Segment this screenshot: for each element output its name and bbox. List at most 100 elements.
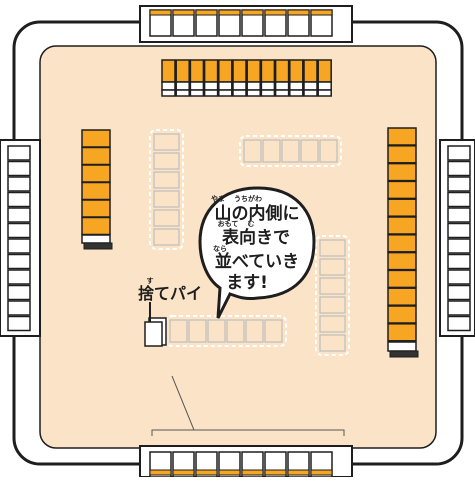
wall-top-tile-edge xyxy=(274,89,290,97)
hand-right-tile xyxy=(447,160,471,177)
discard-label: す 捨てパイ xyxy=(138,277,202,303)
wall-top-tile-upper xyxy=(260,59,276,83)
hand-left-tile xyxy=(7,145,31,161)
hand-right-tile xyxy=(447,222,471,239)
hand-right-tile xyxy=(447,176,471,192)
speech-bubble xyxy=(198,186,316,319)
hand-left-tile xyxy=(7,160,31,177)
hand-top-tile-back xyxy=(149,9,172,16)
discard-top-outline xyxy=(239,135,342,167)
discard-right-slot xyxy=(319,334,346,352)
wall-top-tile-upper xyxy=(303,59,318,83)
wall-top-tile-upper xyxy=(203,59,219,83)
wall-left-tile xyxy=(81,199,111,218)
wall-top-tile-upper xyxy=(232,59,247,83)
wall-top-tile-edge xyxy=(260,89,276,97)
discard-bottom-slot xyxy=(188,319,207,343)
wall-left-tile xyxy=(81,181,111,201)
wall-left-tile xyxy=(81,129,111,148)
wall-top-tile-upper xyxy=(289,59,304,83)
hand-bottom-tile-back xyxy=(241,469,264,476)
hand-right-tile xyxy=(447,238,471,254)
hand-right-tile xyxy=(447,284,471,301)
hand-top-tile-back xyxy=(218,9,241,16)
discard-bottom-slot xyxy=(245,319,264,343)
discard-left-slot xyxy=(153,152,180,170)
hand-top-tile-back xyxy=(195,9,218,16)
hand-bottom xyxy=(139,445,353,478)
wall-right-tile xyxy=(387,287,417,306)
hand-top-tile-back xyxy=(310,9,333,16)
wall-right-tile xyxy=(387,234,417,253)
wall-top-tile-lower xyxy=(274,81,290,91)
wall-left-base xyxy=(81,234,111,244)
hand-right-tile xyxy=(447,315,471,332)
hand-left xyxy=(0,139,41,337)
callout-ruby-yama: やま xyxy=(211,194,225,203)
hand-right-tile xyxy=(447,269,471,285)
wall-top-tile-lower xyxy=(161,81,176,91)
hand-bottom-tile-back xyxy=(218,469,241,476)
callout-ruby-omote: おもて xyxy=(218,219,239,228)
wall-right-tile xyxy=(387,198,417,217)
wall-top-tile-upper xyxy=(274,59,290,83)
hand-left-tile xyxy=(7,222,31,239)
wall-right-tile xyxy=(387,145,417,164)
wall-top-tile-lower xyxy=(189,81,205,91)
hand-right-tile xyxy=(447,191,471,208)
wall-right-tile xyxy=(387,180,417,200)
discard-top-slot xyxy=(243,139,262,163)
hand-bottom-tile-back xyxy=(310,469,333,476)
wall-top-tile-edge xyxy=(317,89,332,97)
discard-bottom-slot xyxy=(207,319,226,343)
hand-top-tile-back xyxy=(264,9,287,16)
callout-line-1: 山の内側に xyxy=(215,203,300,224)
discard-right-slot xyxy=(319,239,346,257)
discard-bottom-slot xyxy=(169,319,188,343)
hand-right-tile xyxy=(447,253,471,270)
hand-right-tile xyxy=(447,145,471,161)
wall-top-tile-lower xyxy=(218,81,233,91)
wall-right-tile xyxy=(387,323,417,342)
hand-bottom-tile-back xyxy=(195,469,218,476)
discard-top-slot xyxy=(262,139,281,163)
hand-top-tile-back xyxy=(241,9,264,16)
discard-bottom-slot xyxy=(226,319,245,343)
wall-left-tile xyxy=(81,164,111,183)
hand-left-tile xyxy=(7,191,31,208)
hand-left-tile xyxy=(7,207,31,223)
wall-top-tile-upper xyxy=(189,59,205,83)
discard-top-slot xyxy=(300,139,319,163)
discard-left-outline xyxy=(149,129,184,250)
wall-top-tile-upper xyxy=(317,59,332,83)
discard-right-slot xyxy=(319,258,346,276)
discard-left-slot xyxy=(153,209,180,227)
wall-right-tile xyxy=(387,305,417,324)
wall-top-tile-lower xyxy=(203,81,219,91)
discard-right-slot xyxy=(319,296,346,314)
wall-top-tile-upper xyxy=(175,59,190,83)
discard-right-outline xyxy=(315,235,350,356)
hand-top-tile-back xyxy=(172,9,195,16)
discard-left-slot xyxy=(153,228,180,246)
wall-right-tile xyxy=(387,127,417,146)
wall-top-tile-lower xyxy=(175,81,190,91)
hand-bottom-tile-back xyxy=(287,469,310,476)
hand-top xyxy=(139,5,353,43)
wall-right-base xyxy=(387,341,417,352)
callout-ruby-uchigawa: うちがわ xyxy=(234,194,262,203)
wall-top-tile-edge xyxy=(218,89,233,97)
hand-left-tile xyxy=(7,253,31,270)
discarded-tile xyxy=(144,317,167,347)
wall-left-tile xyxy=(81,216,111,236)
hand-right-tile xyxy=(447,300,471,316)
wall-right-tile xyxy=(387,162,417,182)
hand-top-tile-back xyxy=(287,9,310,16)
wall-right-shadow xyxy=(389,350,419,358)
hand-bottom-tile-back xyxy=(172,469,195,476)
hand-bottom-tile-back xyxy=(264,469,287,476)
hand-left-tile xyxy=(7,269,31,285)
wall-top-tile-edge xyxy=(232,89,247,97)
